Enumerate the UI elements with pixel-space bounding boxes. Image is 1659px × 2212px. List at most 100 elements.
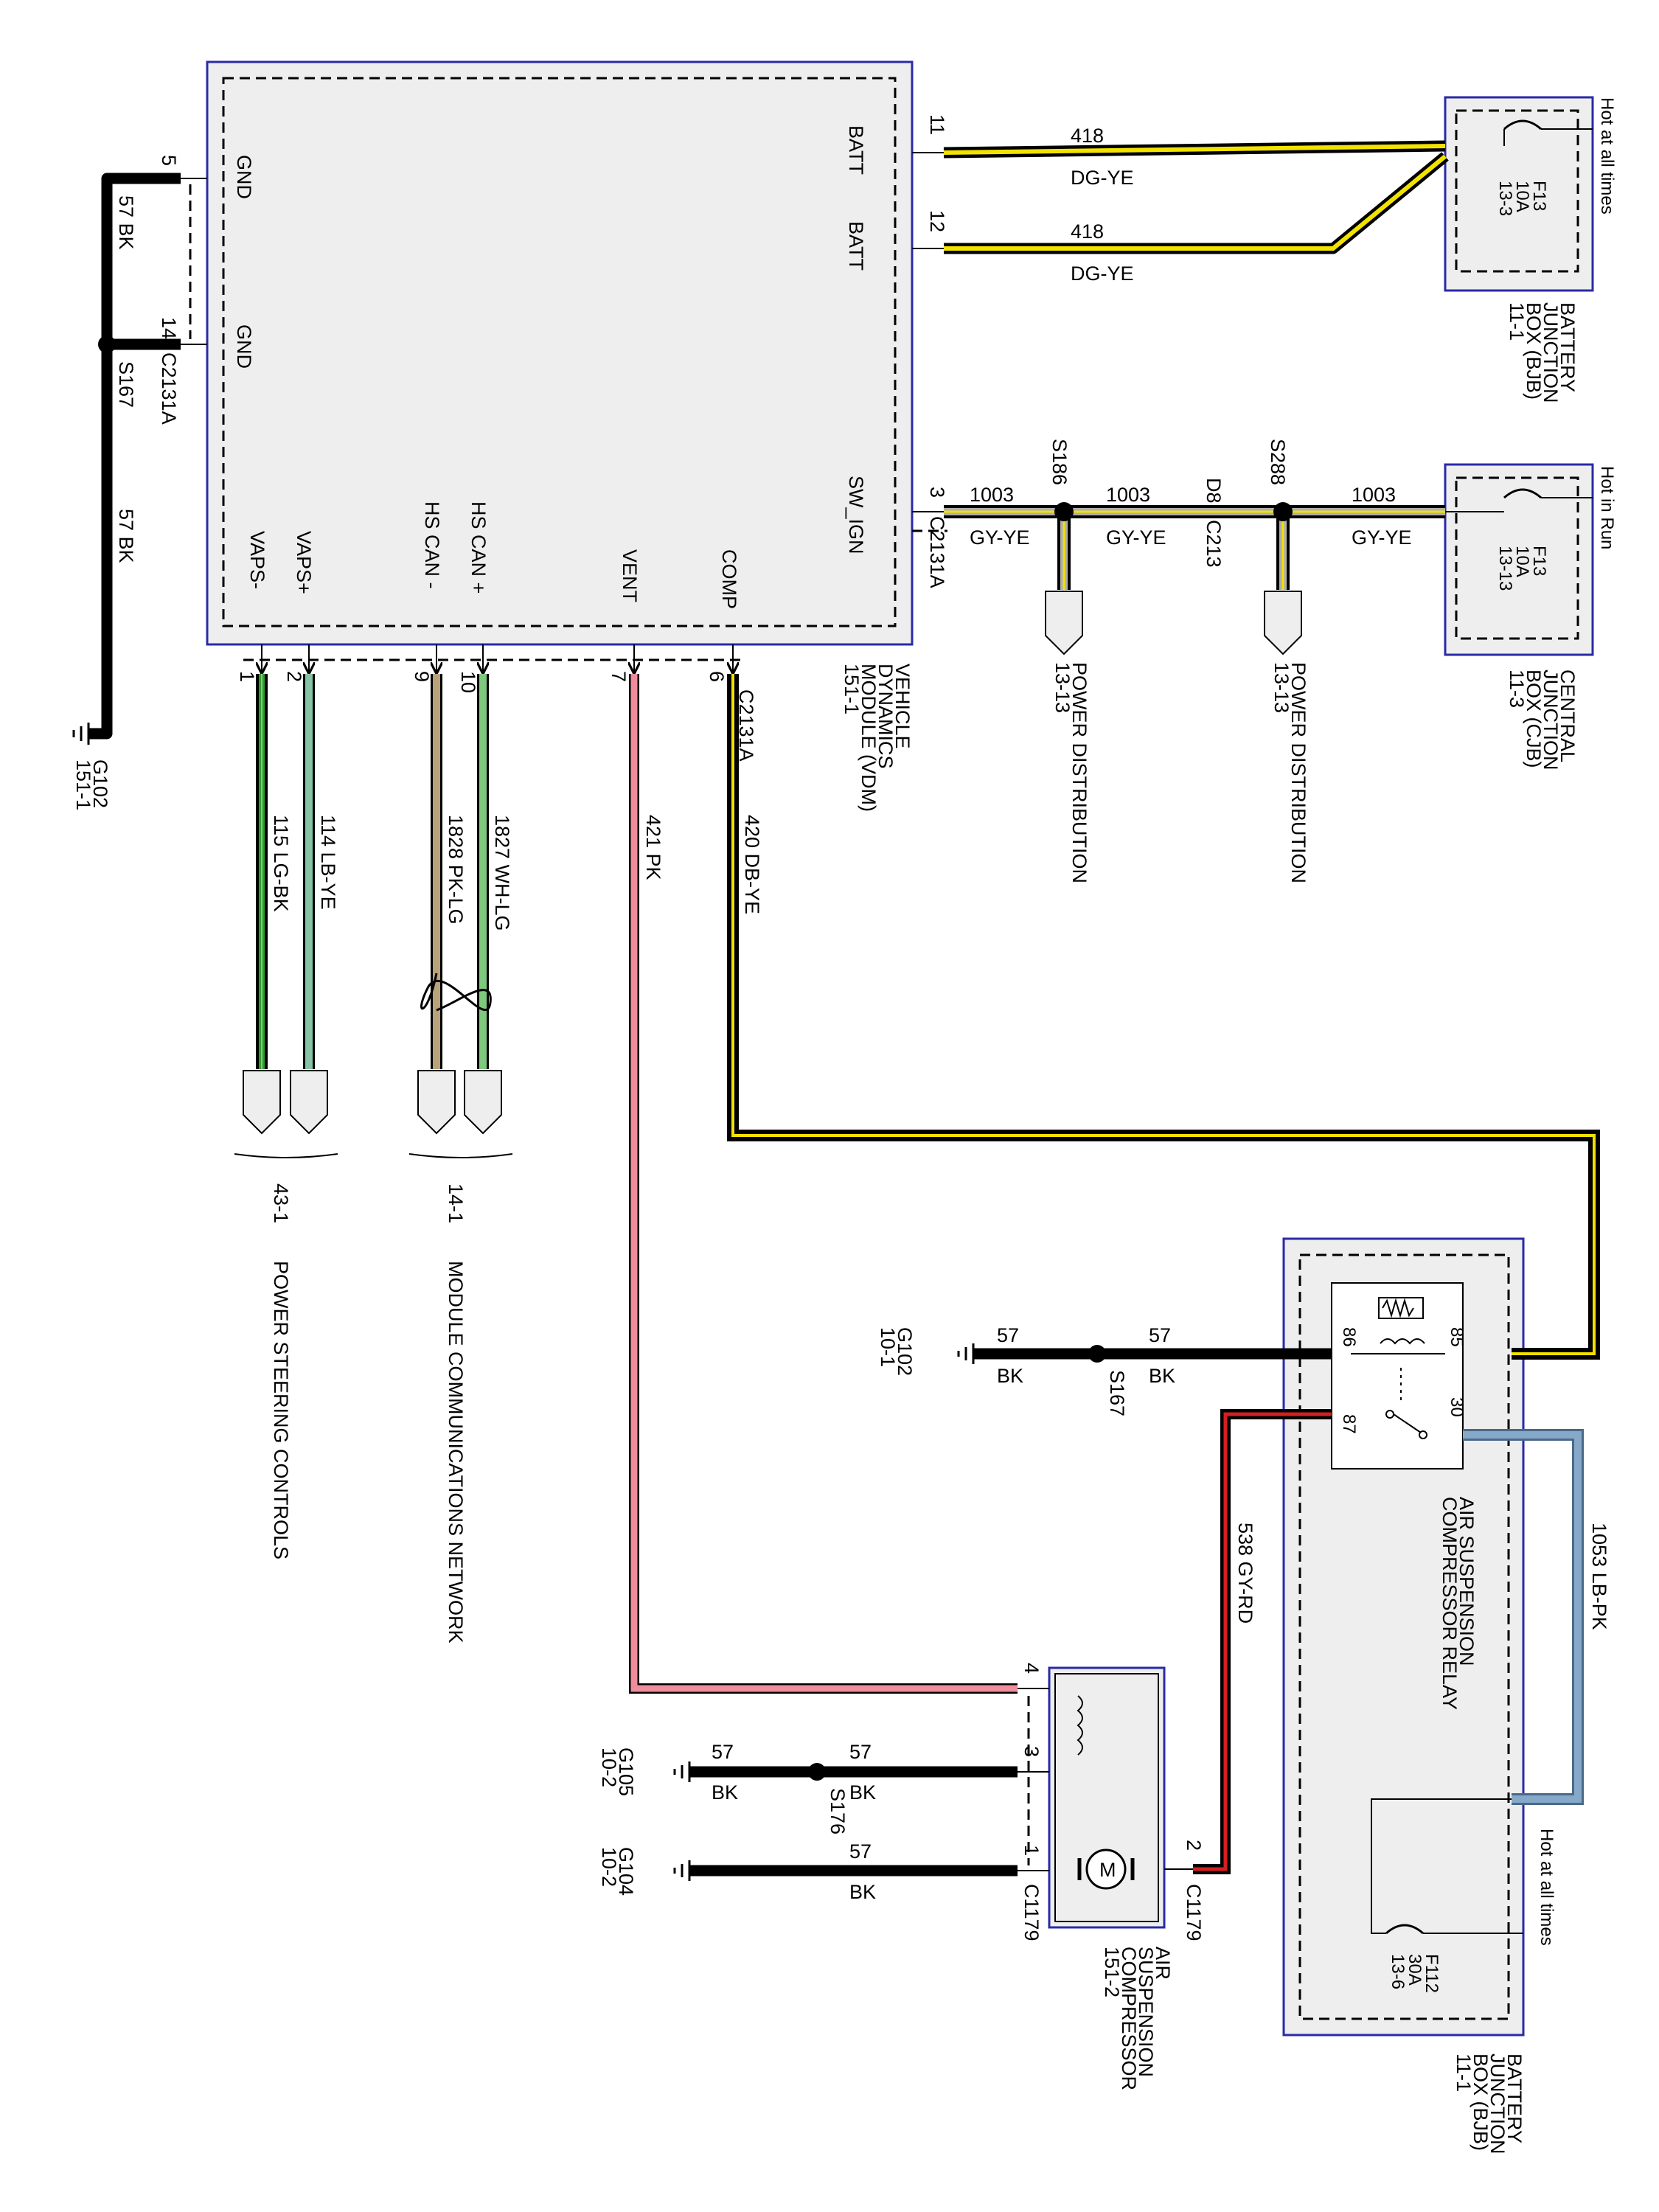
vdm-pin-hs-can-minus: HS CAN -: [421, 501, 443, 589]
wire-label-57-bk-top: 57 BK: [115, 195, 137, 250]
wire-label-gy-ye-b: GY-YE: [1106, 526, 1166, 549]
compressor-pin-3: 3: [1020, 1746, 1043, 1757]
wire-57-ground-vdm: [88, 173, 207, 740]
vdm-pin-gnd-1: GND: [233, 155, 255, 199]
bjb-top-name-l2: JUNCTION: [1540, 302, 1562, 403]
power-distribution-2: POWER DISTRIBUTION: [1287, 662, 1310, 883]
pin-number-3: 3: [926, 487, 948, 498]
hot-at-all-times-bottom: Hot at all times: [1537, 1829, 1557, 1946]
wire-label-1053: 1053 LB-PK: [1588, 1523, 1610, 1630]
cjb-amps: 10A: [1512, 546, 1532, 577]
wire-1827-wh-lg: [420, 674, 492, 1069]
bjb-bottom-ref: 13-6: [1388, 1954, 1408, 1989]
wire-418-batt: [912, 140, 1449, 254]
bjb-bottom-name-l3: BOX (BJB): [1470, 2053, 1492, 2151]
wire-1053-lb-pk: [1463, 1429, 1584, 1805]
wire-label-418-a: 418: [1071, 125, 1104, 147]
cjb-name-l3: BOX (CJB): [1523, 669, 1545, 768]
pin-number-10: 10: [457, 671, 479, 693]
wire-label-57-bk-lower: 57 BK: [115, 509, 137, 563]
pin-number-11: 11: [926, 114, 948, 135]
ground-g105-ref: 10-2: [598, 1747, 620, 1787]
splice-s288: S288: [1267, 439, 1289, 485]
vdm-connector-c2131a-left: C2131A: [158, 352, 180, 425]
pin-number-14: 14: [158, 317, 180, 339]
vdm-pin-batt-2: BATT: [845, 221, 867, 271]
wire-label-114: 114 LB-YE: [317, 815, 339, 910]
vdm-pin-vent: VENT: [619, 549, 641, 602]
relay-pin-86: 86: [1339, 1327, 1359, 1347]
ground-g102-top-ref: 151-1: [72, 759, 94, 810]
wire-label-57-relay-b: 57: [1149, 1324, 1171, 1346]
compressor-name-l1: AIR: [1152, 1947, 1174, 1980]
psc-name: POWER STEERING CONTROLS: [270, 1261, 292, 1559]
wire-420-db-ye: [727, 674, 1600, 1360]
wire-label-1828: 1828 PK-LG: [445, 815, 467, 925]
vdm-name-ref: 151-1: [841, 664, 863, 714]
psc-ref: 43-1: [270, 1183, 292, 1223]
power-distribution-1-ref: 13-13: [1051, 662, 1074, 713]
vdm-pin-gnd-2: GND: [233, 324, 255, 369]
vdm-connector-c2131a-bottom: C2131A: [735, 689, 757, 762]
compressor-pin-2: 2: [1183, 1840, 1205, 1851]
relay-internals: [1351, 1297, 1445, 1439]
vdm-name-l3: MODULE (VDM): [858, 664, 880, 812]
compressor-pin-4: 4: [1020, 1663, 1043, 1674]
motor-symbol-m: M: [1099, 1859, 1116, 1881]
wire-label-538: 538 GY-RD: [1234, 1523, 1256, 1624]
compressor-internals: [1077, 1695, 1135, 1890]
relay-name-l1: AIR SUSPENSION: [1455, 1497, 1478, 1666]
wire-label-115: 115 LG-BK: [270, 815, 292, 912]
wire-label-gy-ye-a: GY-YE: [970, 526, 1030, 549]
vdm-pin-comp: COMP: [718, 549, 740, 609]
cjb-fuse: F13: [1529, 546, 1549, 576]
ground-g102-mid-ref: 10-1: [877, 1327, 899, 1367]
pin-number-6: 6: [706, 671, 728, 682]
wire-label-420: 420 DB-YE: [741, 815, 763, 914]
bjb-top-name-l1: BATTERY: [1557, 302, 1579, 392]
wire-label-dg-ye-a: DG-YE: [1071, 167, 1134, 189]
wire-label-421: 421 PK: [642, 815, 664, 880]
power-distribution-1: POWER DISTRIBUTION: [1068, 662, 1091, 883]
fuse-symbols: [1371, 119, 1593, 1935]
bjb-top-amps: 10A: [1512, 181, 1532, 212]
pin-number-5: 5: [158, 155, 180, 166]
pin-number-1: 1: [236, 671, 258, 682]
mcn-ref: 14-1: [445, 1183, 467, 1223]
wire-label-bk-comp-c: BK: [849, 1881, 876, 1903]
cjb-name-l1: CENTRAL: [1557, 669, 1579, 762]
ground-g105-id: G105: [615, 1747, 637, 1796]
vdm-name-l1: VEHICLE: [891, 664, 914, 749]
wire-label-bk-comp-b: BK: [849, 1781, 876, 1804]
pin-number-9: 9: [411, 671, 433, 682]
cjb-ref: 13-13: [1495, 546, 1515, 591]
relay-name-l2: COMPRESSOR RELAY: [1439, 1497, 1461, 1710]
pin-number-2: 2: [283, 671, 305, 682]
wire-421-pk: [629, 674, 1018, 1694]
wire-label-bk-relay-a: BK: [997, 1365, 1023, 1387]
compressor-pin-1: 1: [1020, 1845, 1043, 1856]
bjb-bottom-fuse: F112: [1422, 1954, 1441, 1993]
vdm-bottom-pin-stubs: [243, 644, 745, 674]
splice-s176: S176: [827, 1788, 849, 1834]
wire-label-57-comp-c: 57: [849, 1840, 872, 1863]
vdm-module: [206, 60, 914, 646]
vdm-connector-c2131a-right: C2131A: [926, 516, 948, 588]
compressor-connector-c1179-left: C1179: [1020, 1884, 1043, 1941]
hot-at-all-times-top: Hot at all times: [1597, 97, 1617, 215]
wire-label-57-relay-a: 57: [997, 1324, 1019, 1346]
wire-label-57-comp-b: 57: [849, 1741, 872, 1763]
relay-pin-85: 85: [1447, 1327, 1467, 1347]
vdm-pin-hs-can-plus: HS CAN +: [467, 501, 490, 594]
pin-number-7: 7: [608, 671, 630, 682]
compressor-name-l3: COMPRESSOR: [1118, 1947, 1140, 2090]
bjb-bottom-name-l2: JUNCTION: [1486, 2053, 1509, 2154]
wire-label-1003-b: 1003: [1106, 484, 1150, 506]
wire-1003-sw-ign: [912, 502, 1445, 590]
bjb-bottom-amps: 30A: [1405, 1954, 1425, 1986]
bjb-top-name-ref: 11-1: [1506, 302, 1528, 341]
wire-label-dg-ye-b: DG-YE: [1071, 262, 1134, 285]
wire-label-bk-comp-a: BK: [712, 1781, 738, 1804]
cjb-name-l2: JUNCTION: [1540, 669, 1562, 771]
bjb-bottom-name-ref: 11-1: [1453, 2053, 1475, 2092]
